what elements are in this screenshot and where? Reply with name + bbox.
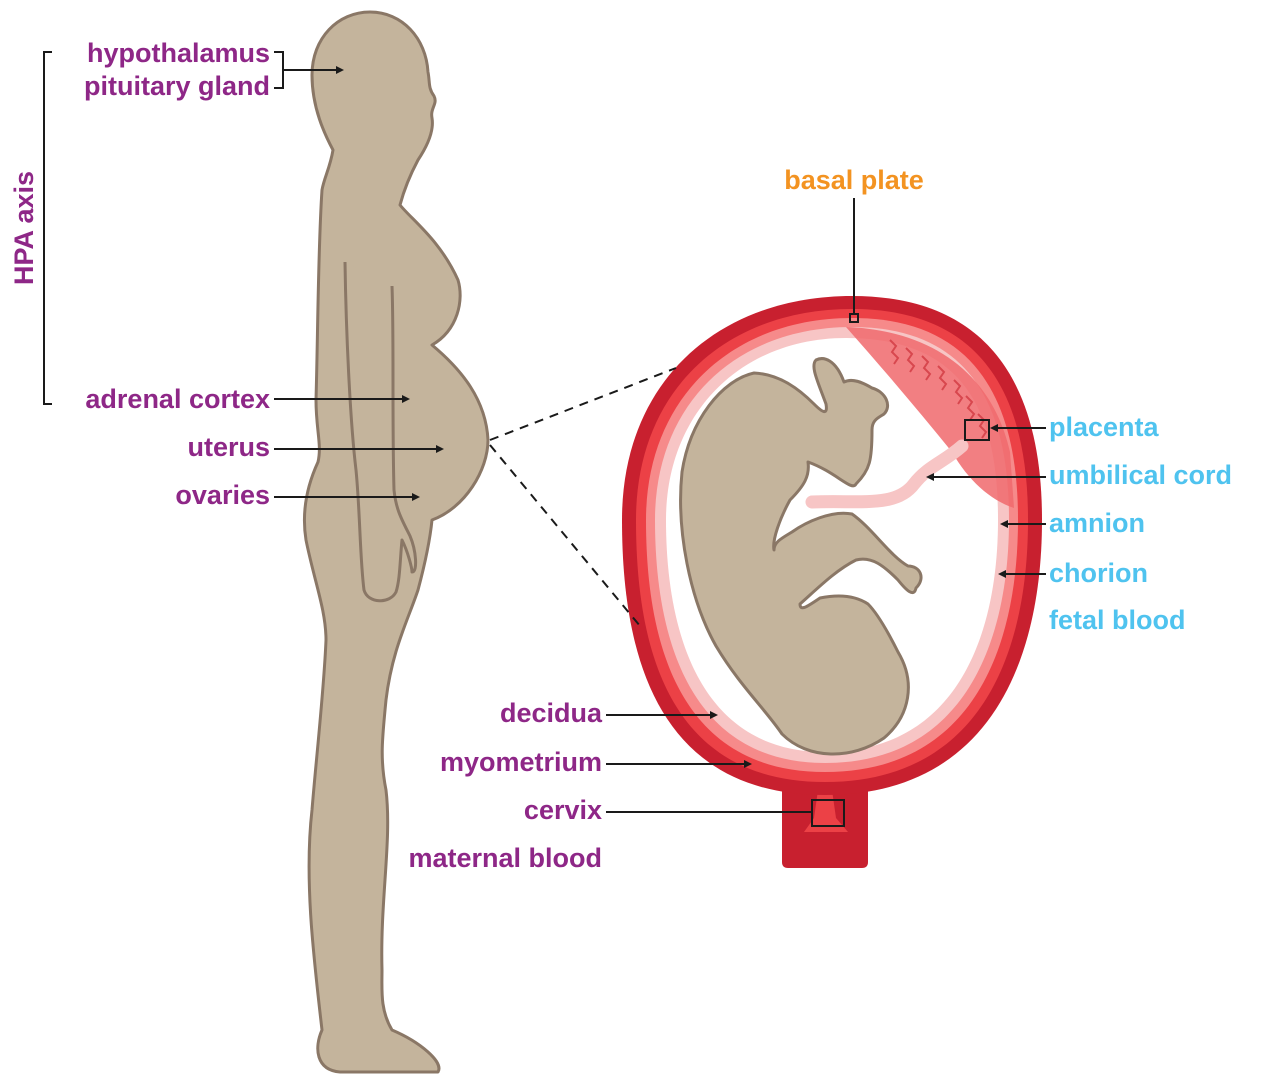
hpa-axis-bracket xyxy=(44,52,52,404)
label-basal-plate: basal plate xyxy=(784,165,924,195)
label-ovaries: ovaries xyxy=(175,480,270,510)
label-chorion: chorion xyxy=(1049,558,1148,588)
label-pituitary-gland: pituitary gland xyxy=(84,71,270,101)
label-adrenal-cortex: adrenal cortex xyxy=(85,384,270,414)
label-amnion: amnion xyxy=(1049,508,1145,538)
label-myometrium: myometrium xyxy=(440,747,602,777)
label-placenta: placenta xyxy=(1049,412,1160,442)
label-uterus: uterus xyxy=(187,432,270,462)
zoom-line-lower xyxy=(490,445,640,626)
label-hpa-axis: HPA axis xyxy=(9,171,39,285)
label-decidua: decidua xyxy=(500,698,603,728)
label-maternal-blood: maternal blood xyxy=(408,843,602,873)
label-fetal-blood: fetal blood xyxy=(1049,605,1186,635)
label-hypothalamus: hypothalamus xyxy=(87,38,270,68)
mother-silhouette xyxy=(305,12,489,1072)
uterus-cross-section xyxy=(622,296,1042,868)
label-cervix: cervix xyxy=(524,795,602,825)
label-umbilical-cord: umbilical cord xyxy=(1049,460,1232,490)
